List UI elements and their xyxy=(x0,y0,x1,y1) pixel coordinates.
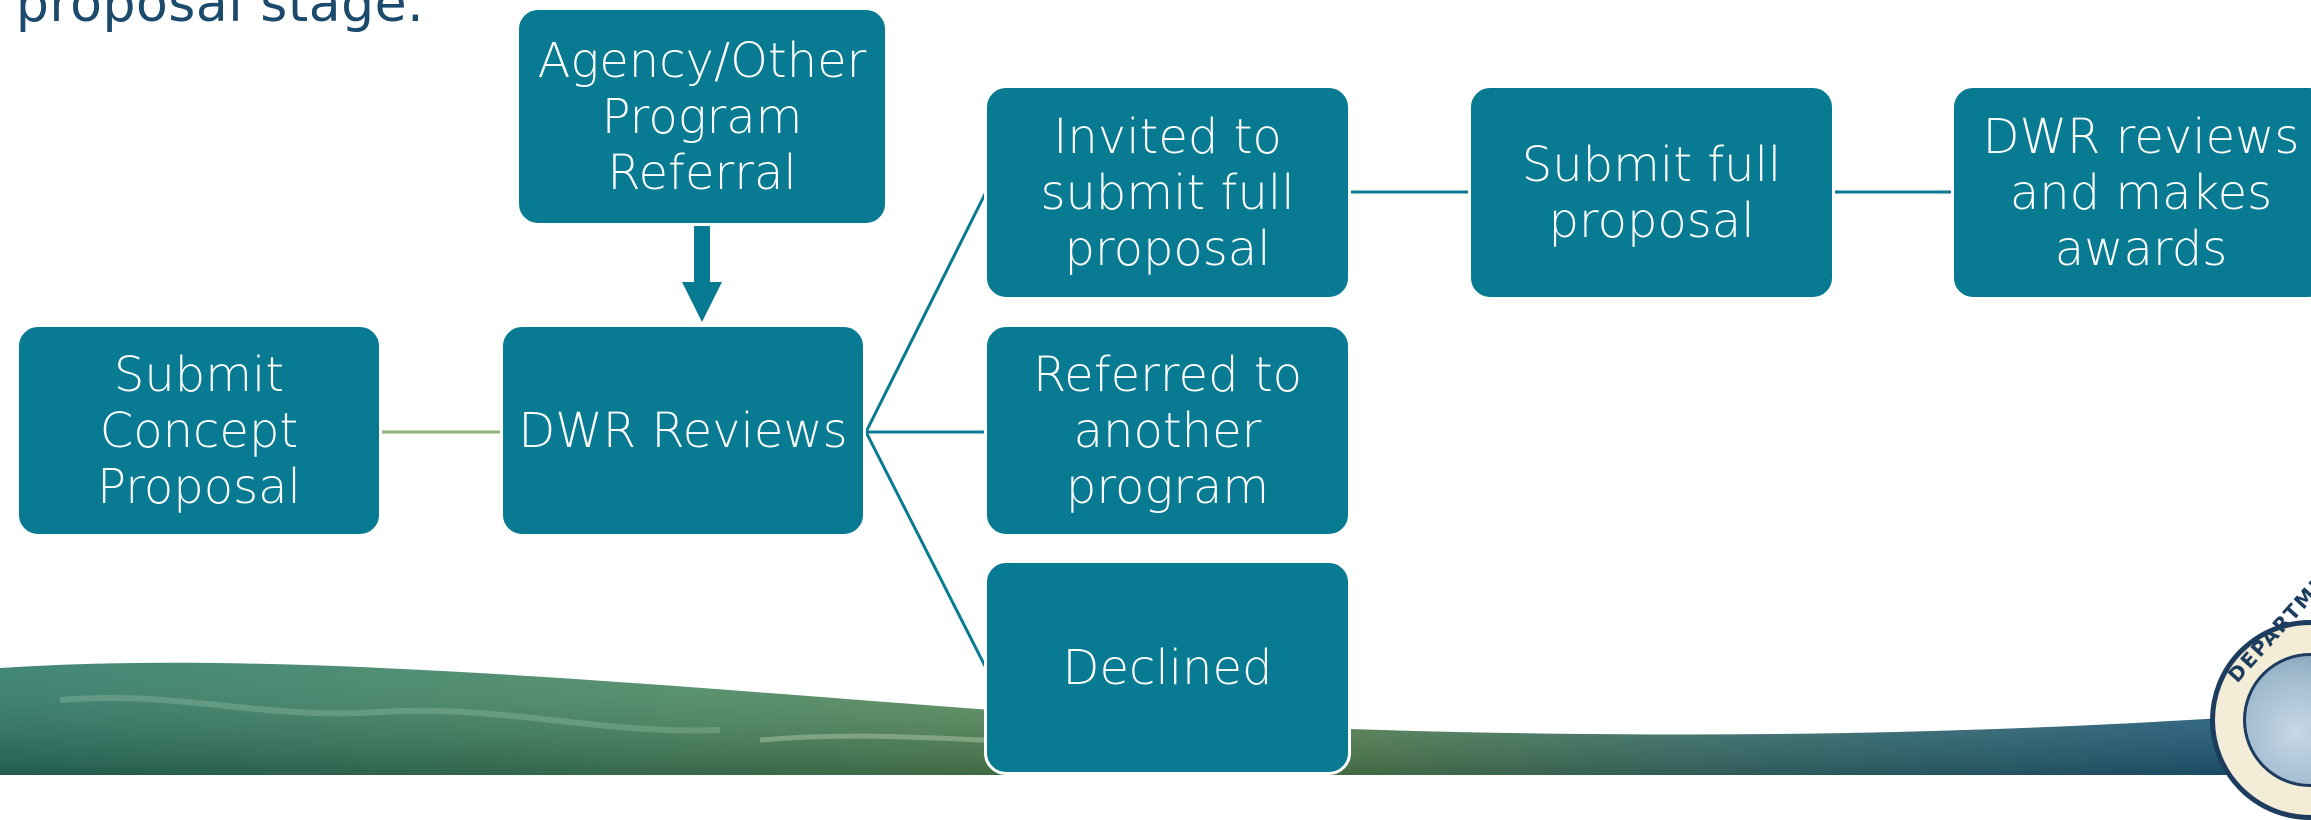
node-label: Submit Concept Proposal xyxy=(97,346,301,515)
node-label: Submit full proposal xyxy=(1521,136,1782,249)
node-agency-referral: Agency/Other Program Referral xyxy=(516,7,888,226)
slide-heading: t proposal stage. xyxy=(0,0,425,34)
landscape-banner xyxy=(0,662,2311,775)
node-referred-another-program: Referred to another program xyxy=(984,324,1351,537)
node-label: Referred to another program xyxy=(1032,346,1302,515)
node-invited-full-proposal: Invited to submit full proposal xyxy=(984,85,1351,300)
node-declined: Declined xyxy=(984,560,1351,775)
node-label: Agency/Other Program Referral xyxy=(537,32,867,201)
connector-review-to-invited xyxy=(864,191,988,433)
node-label: DWR reviews and makes awards xyxy=(1982,108,2300,277)
node-label: Declined xyxy=(1062,639,1273,696)
node-submit-full-proposal: Submit full proposal xyxy=(1468,85,1835,300)
node-dwr-reviews: DWR Reviews xyxy=(500,324,866,537)
node-submit-concept-proposal: Submit Concept Proposal xyxy=(16,324,382,537)
node-dwr-reviews-awards: DWR reviews and makes awards xyxy=(1951,85,2311,300)
arrow-shaft xyxy=(694,222,710,284)
flow-connectors xyxy=(382,190,1954,669)
connector-review-to-declined xyxy=(864,431,988,669)
arrow-head xyxy=(682,282,722,322)
node-label: Invited to submit full proposal xyxy=(1040,108,1295,277)
node-label: DWR Reviews xyxy=(518,402,848,459)
